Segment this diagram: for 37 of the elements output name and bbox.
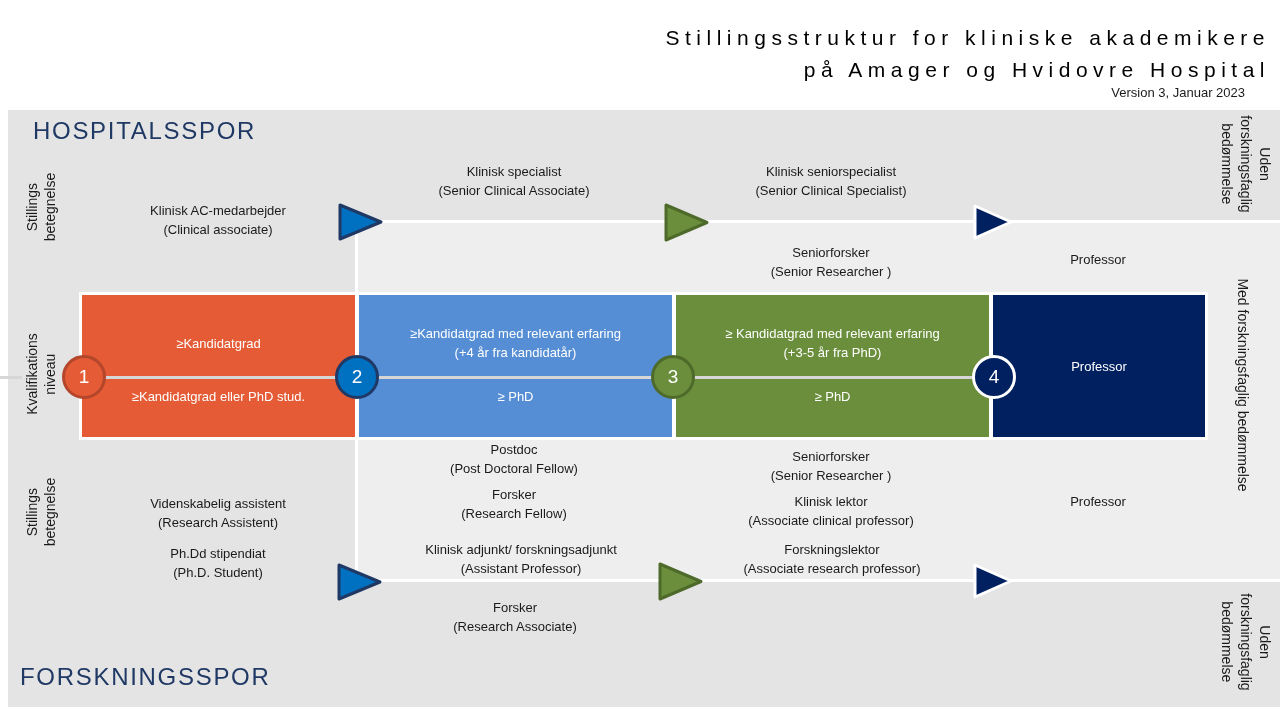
position-title: Professor [1070, 493, 1126, 511]
position-title: Forskningslektor (Associate research professor) [743, 541, 921, 578]
step-number: 4 [988, 366, 1000, 388]
assessment-label: Med forskningsfaglig bedømmelse [1233, 278, 1252, 492]
version-note: Version 3, Januar 2023 [1111, 84, 1245, 102]
track-heading: HOSPITALSSPOR [33, 117, 257, 145]
position-title: Ph.Dd stipendiat (Ph.D. Student) [170, 545, 266, 582]
step-number: 2 [351, 366, 363, 388]
position-title: Forsker (Research Associate) [453, 599, 577, 636]
position-title: Seniorforsker (Senior Researcher ) [770, 448, 892, 485]
step-number: 1 [78, 366, 90, 388]
row-label: Stillings betegnelse [23, 172, 59, 242]
qualification-text: ≥ PhD [497, 387, 534, 406]
row-label: Stillings betegnelse [23, 477, 59, 547]
position-title: Postdoc (Post Doctoral Fellow) [450, 441, 578, 478]
position-title: Forsker (Research Fellow) [461, 486, 567, 523]
qualification-box [676, 295, 989, 437]
qualification-text: ≥Kandidatgrad med relevant erfaring (+4 år fra kandidatår) [410, 325, 621, 362]
position-title: Professor [1070, 251, 1126, 269]
step-number: 3 [667, 366, 679, 388]
assessment-label: Uden forskningsfaglig bedømmelse [1217, 115, 1274, 213]
qualification-text: ≥Kandidatgrad eller PhD stud. [131, 387, 306, 406]
assessment-label: Uden forskningsfaglig bedømmelse [1217, 593, 1274, 691]
position-title: Klinisk adjunkt/ forskningsadjunkt (Assistant Professor) [425, 541, 617, 578]
row-label: Kvalifikations niveau [23, 333, 59, 415]
qualification-text: Professor [1071, 357, 1127, 376]
diagram-title: Stillingsstruktur for kliniske akademikere på Amager og Hvidovre Hospital [664, 25, 1270, 83]
qualification-text: ≥Kandidatgrad [176, 334, 261, 353]
position-title: Klinisk lektor (Associate clinical professor) [748, 493, 914, 530]
position-title: Seniorforsker (Senior Researcher ) [770, 244, 892, 281]
qualification-text: ≥ Kandidatgrad med relevant erfaring (+3-5 år fra PhD) [725, 325, 940, 362]
position-title: Klinisk specialist (Senior Clinical Associate) [438, 163, 590, 200]
track-heading: FORSKNINGSSPOR [20, 663, 271, 691]
qualification-text: ≥ PhD [814, 387, 851, 406]
position-title: Klinisk seniorspecialist (Senior Clinical Specialist) [755, 163, 907, 200]
position-title: Klinisk AC-medarbejder (Clinical associate) [150, 202, 286, 239]
position-title: Videnskabelig assistent (Research Assistent) [150, 495, 286, 532]
